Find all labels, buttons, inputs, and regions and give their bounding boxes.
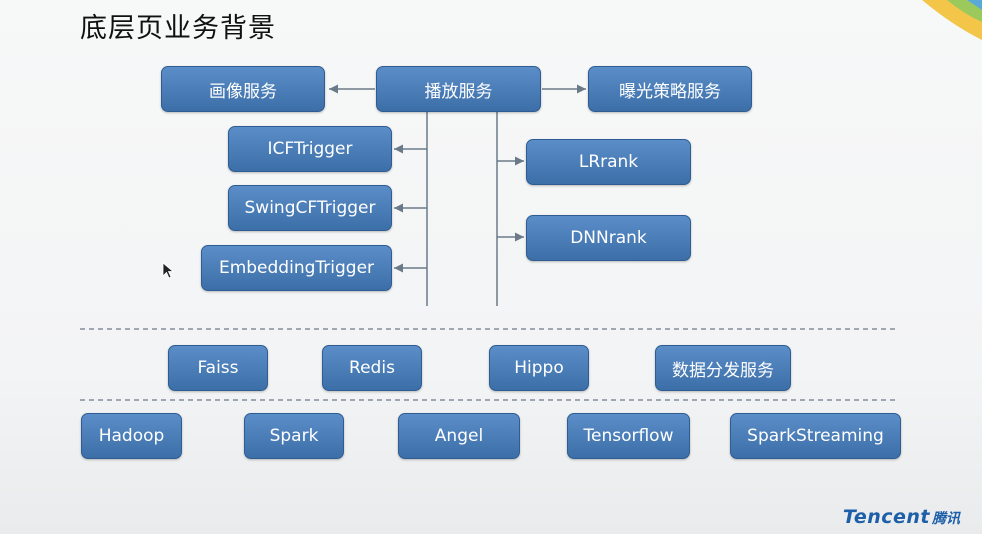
hadoop-box: Hadoop <box>81 413 182 459</box>
slide-title: 底层页业务背景 <box>80 13 276 44</box>
playback-service-box: 播放服务 <box>376 66 541 112</box>
tensorflow-box: Tensorflow <box>567 413 690 459</box>
embeddingtrigger-box: EmbeddingTrigger <box>201 245 392 291</box>
portrait-service-box: 画像服务 <box>161 66 325 112</box>
lrrank-box: LRrank <box>526 139 691 185</box>
hippo-box: Hippo <box>489 345 589 391</box>
exposure-strategy-service-box: 曝光策略服务 <box>588 66 752 112</box>
spark-box: Spark <box>244 413 344 459</box>
dnnrank-box: DNNrank <box>526 215 691 261</box>
faiss-box: Faiss <box>168 345 268 391</box>
mouse-cursor-icon <box>162 262 174 279</box>
corner-decoration <box>922 0 982 40</box>
tencent-logo-en: Tencent <box>842 506 930 528</box>
angel-box: Angel <box>398 413 520 459</box>
redis-box: Redis <box>322 345 422 391</box>
swingcftrigger-box: SwingCFTrigger <box>228 185 392 231</box>
tencent-logo-cn: 腾讯 <box>932 511 960 527</box>
tencent-logo: Tencent 腾讯 <box>843 506 960 528</box>
data-distribution-service-box: 数据分发服务 <box>655 345 791 391</box>
icftrigger-box: ICFTrigger <box>228 126 392 172</box>
sparkstreaming-box: SparkStreaming <box>730 413 901 459</box>
